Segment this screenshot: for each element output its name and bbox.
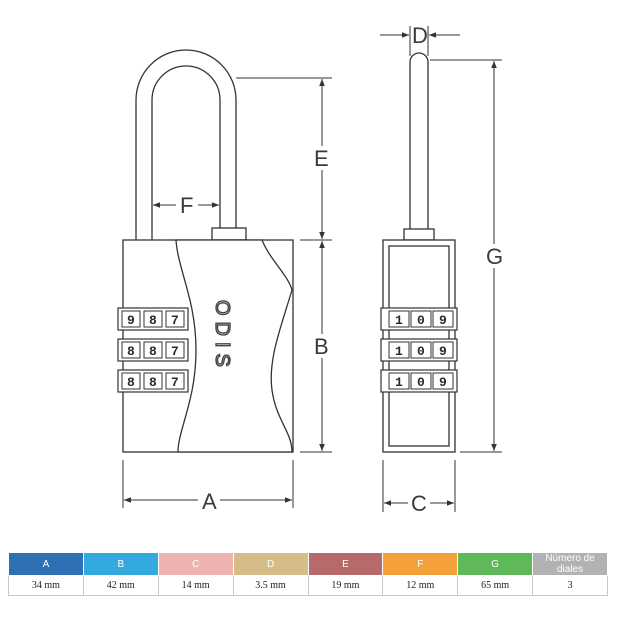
dimensions-table-header-row: A B C D E F G Número de diales — [8, 552, 608, 576]
dimension-label-e: E — [314, 146, 329, 171]
front-dial-row-2: 8 8 7 — [117, 338, 189, 362]
dimension-label-f: F — [180, 193, 193, 218]
front-dial-digit: 7 — [171, 344, 179, 359]
header-dial-count: Número de diales — [532, 552, 608, 576]
value-f: 12 mm — [382, 575, 459, 596]
side-dial-row-1: 1 0 9 — [380, 307, 458, 331]
side-dial-digit: 1 — [395, 375, 403, 390]
dimension-label-b: B — [314, 334, 329, 359]
front-dial-digit: 7 — [171, 375, 179, 390]
side-dial-digit: 9 — [439, 313, 447, 328]
side-dial-digit: 0 — [417, 344, 425, 359]
side-dials: 1 0 9 1 0 9 1 0 9 — [380, 307, 458, 393]
header-c: C — [157, 552, 234, 576]
front-dial-digit: 8 — [127, 344, 135, 359]
header-f: F — [382, 552, 459, 576]
front-shackle — [135, 49, 237, 240]
dimension-label-a: A — [202, 489, 217, 514]
side-dial-digit: 9 — [439, 375, 447, 390]
side-dial-digit: 0 — [417, 375, 425, 390]
front-cover — [175, 239, 293, 453]
value-e: 19 mm — [307, 575, 384, 596]
side-dial-row-2: 1 0 9 — [380, 338, 458, 362]
dimension-label-g: G — [486, 244, 503, 269]
brand-logo-text: ODIS — [211, 300, 233, 373]
padlock-technical-drawing: 9 8 7 8 8 7 8 8 7 ODIS — [117, 23, 506, 516]
front-dial-digit: 8 — [149, 344, 157, 359]
front-dial-row-1: 9 8 7 — [117, 307, 189, 331]
front-dial-digit: 8 — [149, 313, 157, 328]
header-d: D — [232, 552, 309, 576]
header-e: E — [307, 552, 384, 576]
dimensions-table-value-row: 34 mm 42 mm 14 mm 3.5 mm 19 mm 12 mm 65 … — [8, 575, 608, 596]
dimension-label-c: C — [411, 491, 427, 516]
side-dial-digit: 1 — [395, 313, 403, 328]
front-dial-row-3: 8 8 7 — [117, 369, 189, 393]
side-dial-row-3: 1 0 9 — [380, 369, 458, 393]
front-shackle-inner — [151, 65, 221, 240]
side-dial-digit: 0 — [417, 313, 425, 328]
side-dial-digit: 1 — [395, 344, 403, 359]
side-shackle-collar — [403, 228, 435, 241]
front-dial-digit: 7 — [171, 313, 179, 328]
shackle-collar — [211, 227, 247, 241]
front-dials: 9 8 7 8 8 7 8 8 7 — [117, 307, 189, 393]
front-dial-digit: 8 — [149, 375, 157, 390]
value-b: 42 mm — [82, 575, 159, 596]
value-g: 65 mm — [457, 575, 534, 596]
side-dial-digit: 9 — [439, 344, 447, 359]
value-c: 14 mm — [157, 575, 234, 596]
header-a: A — [8, 552, 84, 576]
value-dial-count: 3 — [532, 575, 608, 596]
front-dial-digit: 9 — [127, 313, 135, 328]
dimensions-table: A B C D E F G Número de diales 34 mm 42 … — [8, 552, 608, 596]
dimension-labels: A B E F C D G — [176, 23, 506, 516]
header-g: G — [457, 552, 534, 576]
header-b: B — [82, 552, 159, 576]
dimension-label-d: D — [412, 23, 428, 48]
value-d: 3.5 mm — [232, 575, 309, 596]
value-a: 34 mm — [8, 575, 84, 596]
front-dial-digit: 8 — [127, 375, 135, 390]
side-shackle — [409, 52, 429, 240]
